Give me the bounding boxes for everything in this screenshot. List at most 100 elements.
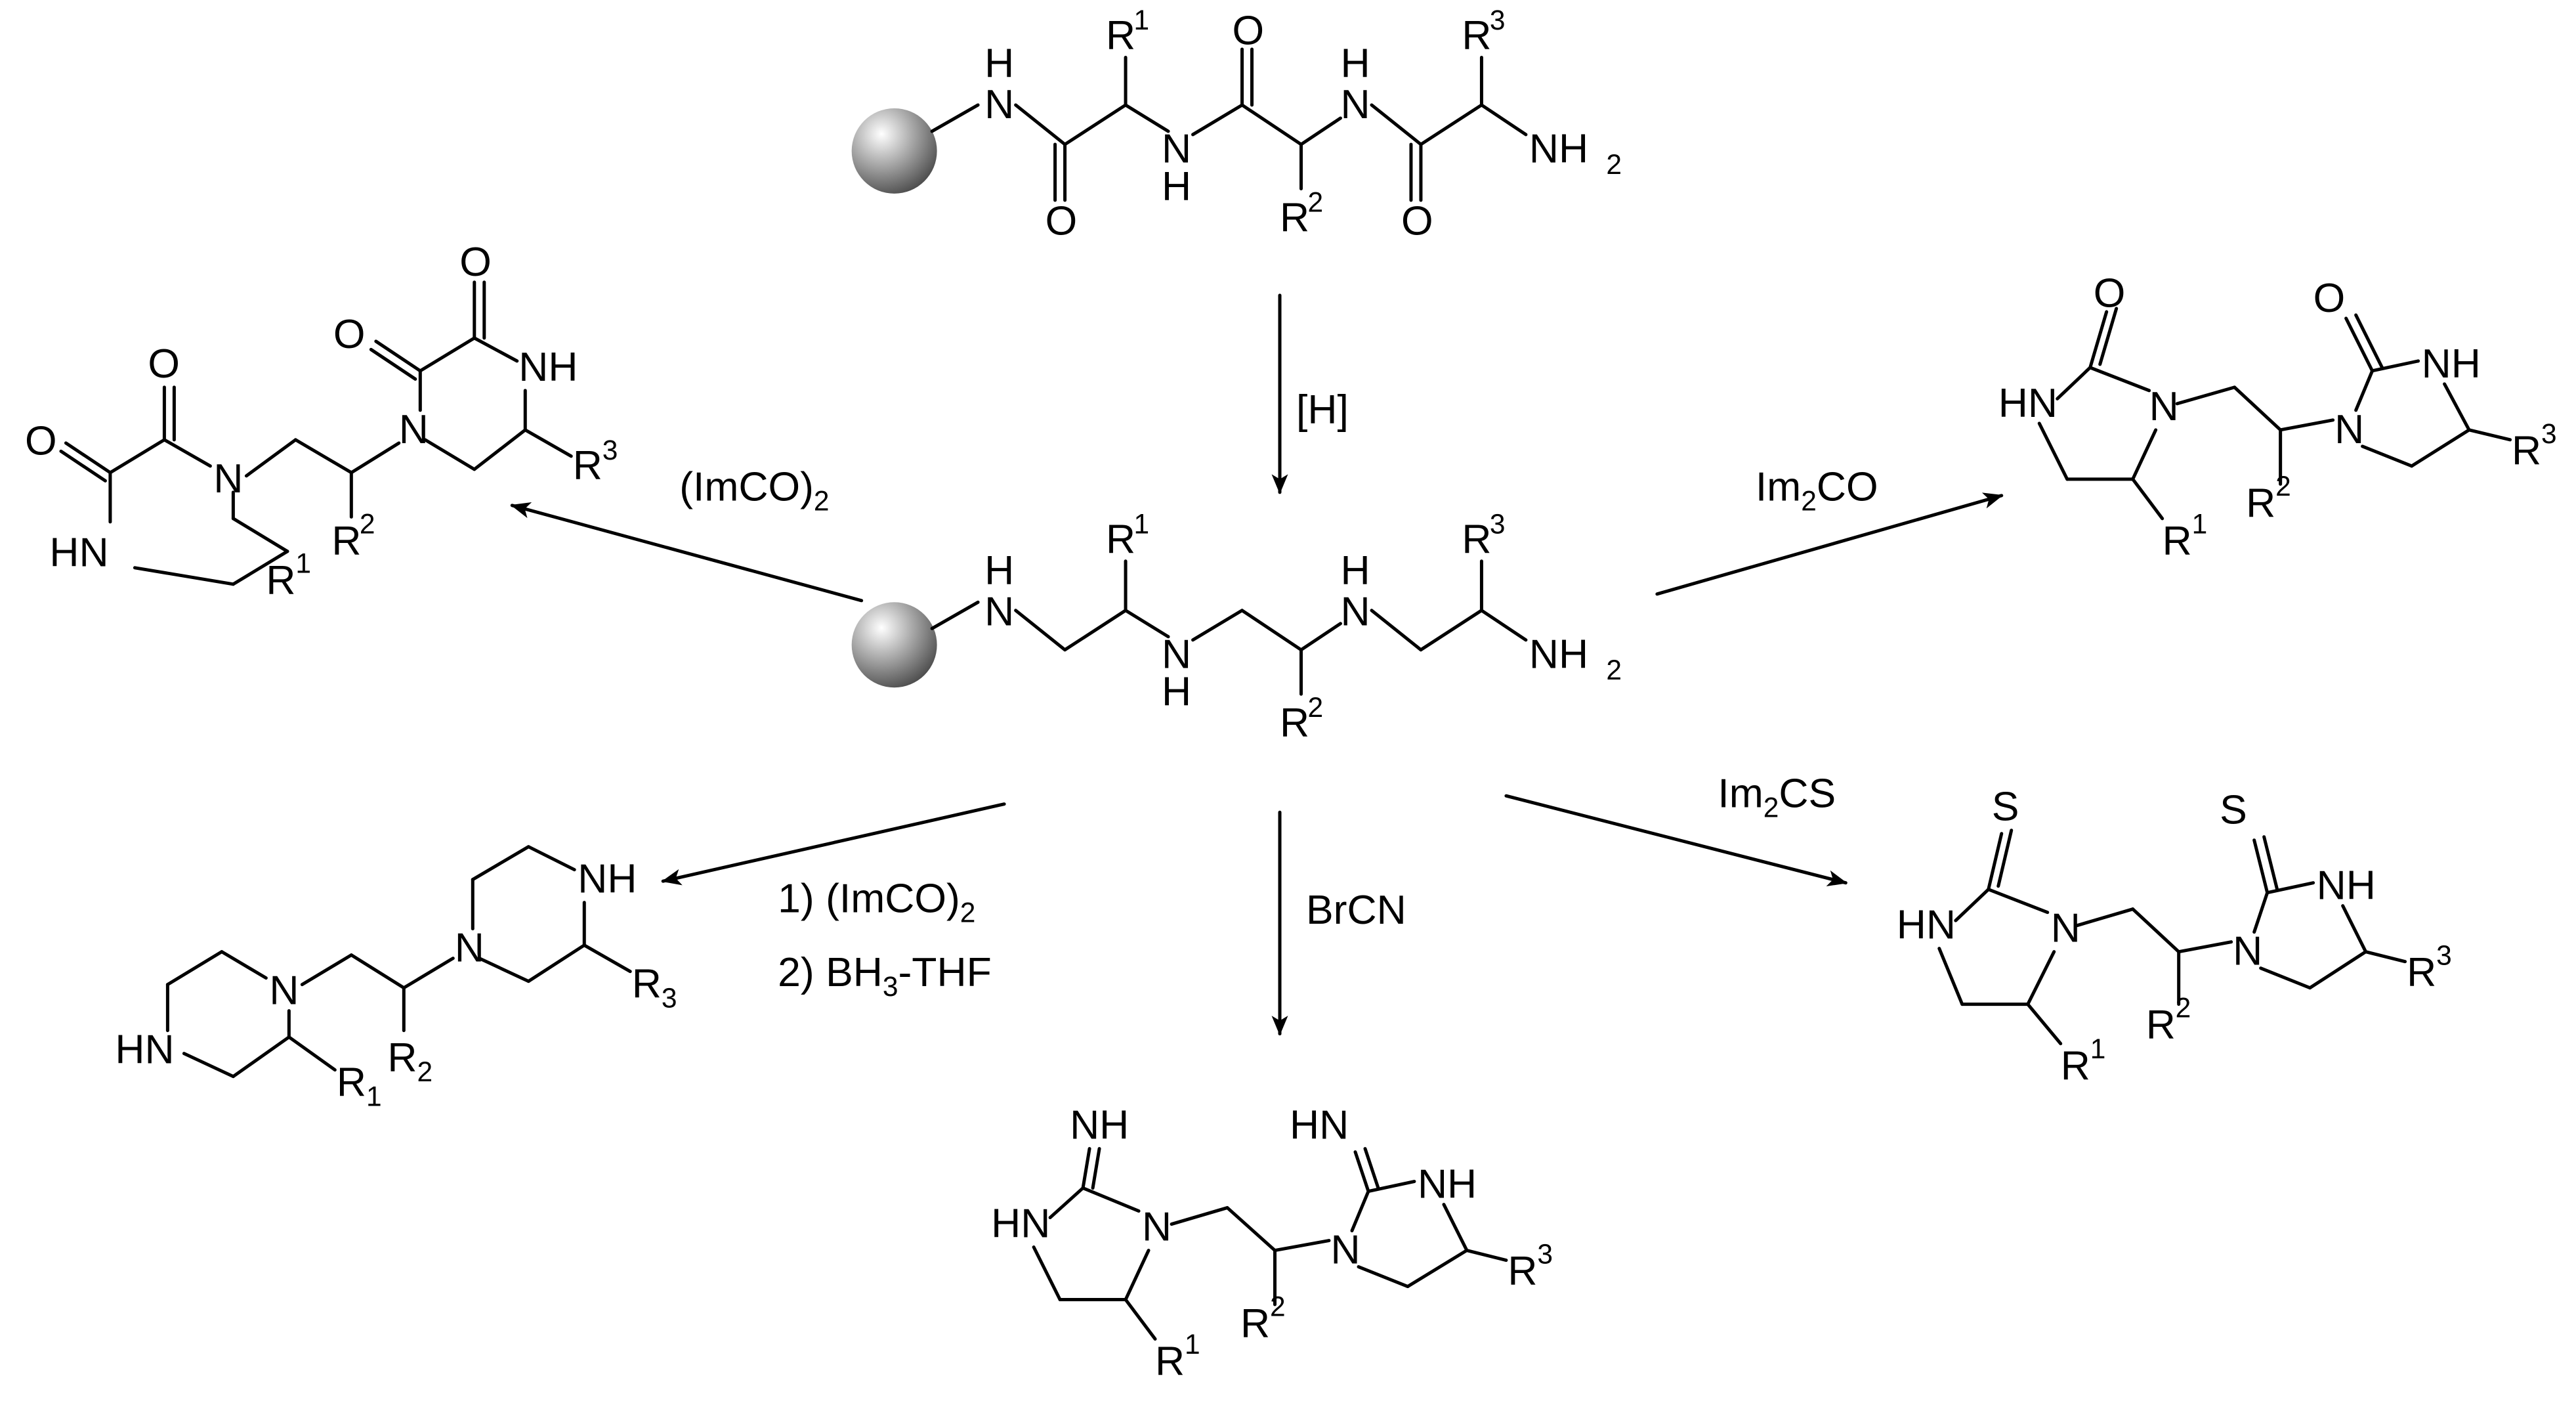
- atom-n: N: [1340, 588, 1370, 634]
- reagent-step-2: 2) BH3-THF: [778, 949, 992, 1003]
- atom-n: N: [1142, 1204, 1172, 1250]
- atom-r: R: [266, 557, 295, 603]
- atom-n: N: [1162, 631, 1191, 677]
- atom-h: H: [984, 548, 1014, 594]
- atom-r: R: [2061, 1043, 2090, 1089]
- atom-r: R: [1155, 1339, 1185, 1385]
- atom-nh2: NH: [1529, 125, 1588, 171]
- atom-hn: HN: [115, 1027, 174, 1073]
- atom-n: N: [1330, 1227, 1360, 1273]
- atom-nh: NH: [2422, 341, 2481, 387]
- atom-r: R: [1462, 12, 1491, 58]
- atom-h: H: [1162, 163, 1191, 209]
- atom-r: R: [1106, 12, 1135, 58]
- atom-r: R: [1106, 516, 1135, 562]
- atom-h: H: [1340, 548, 1370, 594]
- resin-bead-icon: [851, 108, 937, 194]
- reagent-thio: Im2CS: [1718, 771, 1836, 824]
- bis-piperazine-product: HN N R1 R2 N NH R3: [115, 845, 677, 1113]
- atom-r-superscript: 1: [1134, 509, 1150, 540]
- polyamine-on-resin: H N R 1 N H R 2 H N R 3 NH 2: [851, 509, 1622, 746]
- reagent-step-1: 1) (ImCO)2: [778, 876, 975, 929]
- atom-n: N: [269, 968, 299, 1014]
- atom-nh-imine: NH: [1070, 1102, 1129, 1148]
- atom-o: O: [148, 341, 180, 387]
- atom-r: R: [1280, 194, 1309, 240]
- atom-n: N: [2051, 905, 2080, 951]
- atom-o: O: [1045, 198, 1078, 244]
- atom-r-superscript: 3: [2541, 419, 2557, 450]
- atom-r: R: [2512, 427, 2541, 473]
- bis-iminoimidazolidine-product: HN NH N R 1 R 2 N HN NH R 3: [991, 1102, 1553, 1385]
- atom-r: R: [2146, 1002, 2176, 1048]
- atom-n: N: [2149, 383, 2179, 429]
- atom-r-superscript: 1: [1185, 1329, 1200, 1360]
- reagent-reduction: [H]: [1296, 387, 1349, 433]
- atom-r-superscript: 3: [602, 435, 618, 466]
- atom-r-superscript: 2: [1307, 693, 1323, 723]
- atom-r-superscript: 3: [1537, 1240, 1553, 1270]
- atom-nh: NH: [518, 344, 578, 390]
- atom-r-superscript: 2: [360, 509, 375, 540]
- atom-h: H: [1340, 40, 1370, 86]
- atom-n: N: [2334, 406, 2364, 452]
- atom-o: O: [2313, 275, 2346, 321]
- atom-n: N: [455, 925, 484, 971]
- reagent-brcn: BrCN: [1306, 887, 1406, 933]
- atom-o: O: [1401, 198, 1433, 244]
- atom-r-superscript: 2: [2275, 471, 2291, 502]
- atom-s: S: [2220, 787, 2247, 833]
- atom-n: N: [984, 588, 1014, 634]
- atom-o: O: [333, 311, 366, 357]
- atom-n: N: [399, 406, 429, 452]
- atom-h: H: [984, 40, 1014, 86]
- atom-r-superscript: 2: [2176, 993, 2191, 1024]
- reagent-carbonyl: Im2CO: [1756, 464, 1878, 517]
- atom-r-superscript: 1: [295, 548, 311, 579]
- atom-r: R: [2246, 480, 2275, 526]
- atom-r-subscripted: R3: [632, 961, 677, 1014]
- atom-r: R: [2407, 949, 2436, 995]
- atom-hn: HN: [49, 529, 108, 575]
- atom-n: N: [1162, 125, 1191, 171]
- carbonyl-step: Im2CO: [1655, 464, 2004, 596]
- resin-bead-icon: [851, 602, 937, 688]
- atom-r-superscript: 2: [1307, 187, 1323, 218]
- atom-r-superscript: 3: [1490, 5, 1506, 36]
- atom-r-superscript: 3: [1490, 509, 1506, 540]
- atom-r: R: [331, 518, 361, 564]
- atom-r: R: [573, 442, 602, 488]
- atom-n: N: [213, 456, 243, 502]
- atom-nh2: NH: [1529, 631, 1588, 677]
- atom-o: O: [25, 418, 57, 464]
- atom-hn: HN: [1998, 380, 2058, 426]
- atom-n: N: [2233, 928, 2262, 974]
- bis-piperazinedione-product: O O HN N R 1 R 2 N O O NH R 3: [25, 239, 618, 603]
- atom-r-superscript: 3: [2436, 941, 2452, 972]
- atom-r-subscripted: R2: [387, 1035, 433, 1088]
- oxalyl-step: (ImCO)2: [510, 464, 864, 603]
- reduction-borane-step: 1) (ImCO)2 2) BH3-THF: [661, 802, 1006, 1003]
- atom-nh2-subscript: 2: [1606, 150, 1622, 181]
- atom-o: O: [1233, 7, 1265, 53]
- atom-n: N: [1340, 81, 1370, 127]
- atom-r: R: [1240, 1301, 1270, 1347]
- atom-n: N: [984, 81, 1014, 127]
- atom-hn-imine: HN: [1290, 1102, 1349, 1148]
- atom-h: H: [1162, 669, 1191, 715]
- reagent-oxalyl: (ImCO)2: [679, 464, 829, 517]
- thio-step: Im2CS: [1504, 771, 1848, 886]
- atom-r-superscript: 1: [1134, 5, 1150, 36]
- atom-r-superscript: 2: [1270, 1292, 1286, 1323]
- atom-hn: HN: [991, 1201, 1050, 1247]
- atom-r: R: [1462, 516, 1491, 562]
- bis-imidazolidinethione-product: HN S N R 1 R 2 N S NH R 3: [1897, 784, 2452, 1089]
- atom-nh: NH: [1418, 1161, 1477, 1207]
- atom-s: S: [1992, 784, 2019, 830]
- atom-r: R: [1280, 700, 1309, 746]
- atom-r-superscript: 1: [2192, 509, 2208, 540]
- atom-r: R: [2163, 518, 2192, 564]
- bis-imidazolidinone-product: HN O N R 1 R 2 N O NH R 3: [1998, 270, 2557, 563]
- reduction-step: [H]: [1271, 293, 1349, 494]
